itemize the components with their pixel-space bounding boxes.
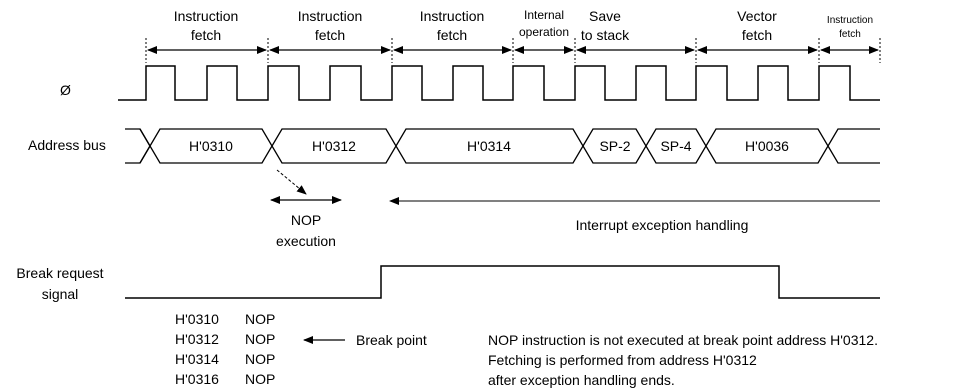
listing-instruction: NOP	[245, 351, 275, 367]
phase-boundaries	[145, 38, 881, 63]
phase-label-line1: Instruction	[827, 15, 873, 26]
address-value: H'0312	[312, 138, 356, 154]
listing-address: H'0310	[175, 311, 219, 327]
address-value: SP-4	[660, 138, 691, 154]
break-request-label-line2: signal	[42, 286, 79, 302]
address-bus-waveform	[125, 128, 880, 164]
phase-label-line1: Instruction	[174, 8, 239, 24]
listing-instruction: NOP	[245, 331, 275, 347]
break-request-row: Break request signal	[16, 265, 880, 302]
phase-label-line2: operation	[519, 25, 569, 39]
clock-row: Ø	[60, 65, 880, 101]
phase-label-line1: Save	[589, 8, 621, 24]
address-value: H'0314	[467, 138, 511, 154]
break-point-annotation: Break point	[303, 332, 427, 348]
phase-instruction-fetch-3: Instruction fetch	[420, 8, 485, 43]
phase-label-line2: fetch	[742, 27, 772, 43]
phase-label-line1: Vector	[737, 8, 777, 24]
phase-instruction-fetch-2: Instruction fetch	[298, 8, 363, 43]
nop-execution-annotation: NOP execution	[270, 169, 342, 249]
instruction-listing: H'0310 NOP H'0312 NOP H'0314 NOP H'0316 …	[175, 311, 275, 387]
phase-vector-fetch: Vector fetch	[737, 8, 777, 43]
address-value: SP-2	[599, 138, 630, 154]
phase-save-to-stack: Save to stack	[581, 8, 630, 43]
nop-label-line1: NOP	[291, 212, 321, 228]
break-point-label: Break point	[356, 332, 427, 348]
address-value: H'0310	[189, 138, 233, 154]
address-bus-label: Address bus	[28, 137, 106, 153]
interrupt-label: Interrupt exception handling	[576, 217, 749, 233]
phase-label-line2: fetch	[315, 27, 345, 43]
clock-waveform	[118, 65, 880, 101]
phase-label-line2: fetch	[437, 27, 467, 43]
note-line: Fetching is performed from address H'031…	[488, 352, 757, 368]
break-request-label-line1: Break request	[16, 265, 103, 281]
interrupt-annotation: Interrupt exception handling	[389, 197, 880, 233]
phase-header: Instruction fetch Instruction fetch Inst…	[145, 8, 881, 63]
nop-pointer-arrow	[276, 169, 307, 195]
note-line: NOP instruction is not executed at break…	[488, 332, 878, 348]
listing-address: H'0316	[175, 371, 219, 387]
nop-label-line2: execution	[276, 233, 336, 249]
notes: NOP instruction is not executed at break…	[488, 332, 878, 388]
address-bus-row: Address bus H'0310 H'0312 H'0314 SP-2 SP…	[28, 128, 880, 164]
phase-label-line1: Instruction	[298, 8, 363, 24]
phase-label-line1: Internal	[524, 8, 564, 22]
break-request-waveform	[125, 265, 880, 299]
bus-segment	[827, 128, 880, 164]
listing-address: H'0312	[175, 331, 219, 347]
address-value: H'0036	[745, 138, 789, 154]
listing-instruction: NOP	[245, 311, 275, 327]
phase-label-line1: Instruction	[420, 8, 485, 24]
listing-address: H'0314	[175, 351, 219, 367]
note-line: after exception handling ends.	[488, 372, 675, 388]
clock-label: Ø	[60, 82, 71, 98]
phase-label-line2: to stack	[581, 27, 630, 43]
phase-label-line2: fetch	[191, 27, 221, 43]
phase-internal-operation: Internal operation	[519, 8, 569, 39]
phase-instruction-fetch-1: Instruction fetch	[174, 8, 239, 43]
phase-label-line2: fetch	[839, 29, 861, 40]
listing-instruction: NOP	[245, 371, 275, 387]
phase-instruction-fetch-4: Instruction fetch	[827, 15, 873, 40]
